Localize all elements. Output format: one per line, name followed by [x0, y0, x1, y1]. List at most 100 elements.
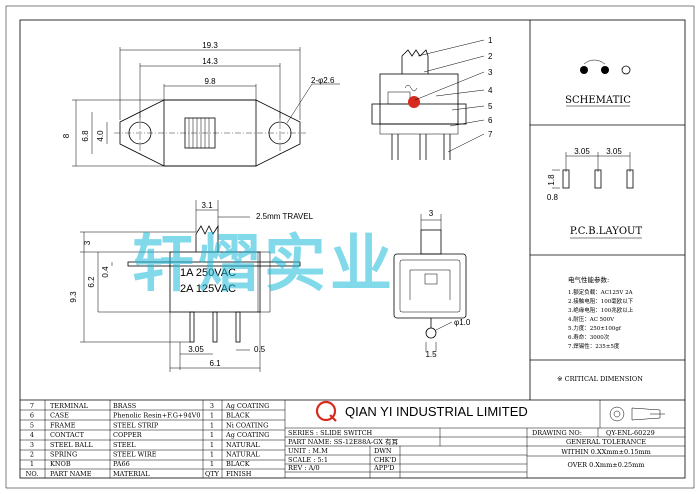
bom-cell-qty: 1	[210, 451, 214, 459]
rev-label: REV : A/0	[288, 464, 320, 472]
dim-knob-width: 3.1	[201, 201, 213, 210]
dim-pin-width: 0.5	[254, 345, 266, 354]
drawing-no-label: DRAWING NO:	[532, 429, 582, 437]
dim-height: 8	[62, 133, 71, 138]
bom-cell-finish: NATURAL	[226, 441, 260, 449]
dim-knob-height: 3	[83, 240, 92, 245]
callout-2: 2	[488, 52, 493, 61]
spec-line: 2.接触电阻：100毫欧以下	[568, 297, 634, 305]
schematic-title: SCHEMATIC	[565, 95, 631, 106]
dim-pin-diameter: φ1.0	[454, 318, 471, 327]
callout-1: 1	[488, 36, 493, 45]
bom-cell-part: KNOB	[50, 460, 71, 468]
tolerance-title: GENERAL TOLERANCE	[566, 438, 646, 446]
bom-cell-no: 4	[30, 431, 34, 439]
callout-3: 3	[488, 68, 493, 77]
company-name: QIAN YI INDUSTRIAL LIMITED	[345, 404, 528, 419]
tolerance-over: OVER 0.Xmm±0.25mm	[567, 461, 644, 469]
dim-pin-span: 6.1	[209, 359, 221, 368]
callout-5: 5	[488, 102, 493, 111]
title-block: QIAN YI INDUSTRIAL LIMITED SERIES : SLID…	[285, 400, 685, 478]
dwn-label: DWN	[374, 447, 392, 455]
outer-border	[5, 5, 695, 489]
bom-cell-qty: 1	[210, 431, 214, 439]
schematic-panel: SCHEMATIC	[565, 59, 631, 107]
bom-cell-qty: 1	[210, 412, 214, 420]
bom-cell-finish: BLACK	[226, 460, 250, 468]
end-pin	[425, 327, 437, 339]
callout-6: 6	[488, 116, 493, 125]
bom-cell-no: 7	[30, 402, 34, 410]
pcb-layout-panel: 3.05 3.05 1.8 0.8 P.C.B.LAYOUT	[547, 147, 643, 239]
dim-end-top: 3	[429, 209, 434, 218]
scale-label: SCALE : 5:1	[288, 456, 328, 464]
dim-hole-spacing: 14.3	[202, 57, 218, 66]
pcb-pad-1	[562, 169, 570, 189]
bom-cell-part: CONTACT	[50, 431, 85, 439]
dim-ear-thickness: 0.4	[101, 266, 110, 278]
bom-cell-qty: 3	[210, 402, 214, 410]
pcb-pad-3	[626, 169, 634, 189]
bom-cell-part: FRAME	[50, 421, 76, 429]
bom-cell-part: TERMINAL	[50, 402, 89, 410]
bom-cell-qty: 1	[210, 460, 214, 468]
bom-cell-qty: 1	[210, 441, 214, 449]
callout-4: 4	[488, 86, 493, 95]
dim-inner-height: 6.8	[81, 130, 90, 142]
dim-body-height: 6.2	[87, 276, 96, 288]
dim-overall-width: 19.3	[202, 41, 218, 50]
bom-cell-finish: Ag COATING	[225, 402, 269, 410]
frame-border	[19, 19, 686, 479]
bom-cell-part: SPRING	[50, 451, 77, 459]
projection-symbol-icon	[609, 406, 625, 422]
pcb-pad-width: 0.8	[547, 193, 559, 202]
end-view: 3 φ1.0 1.5	[393, 209, 471, 359]
steel-ball	[408, 96, 420, 108]
spec-line: 3.绝缘电阻：100兆欧以上	[568, 306, 634, 314]
dim-slot-height: 4.0	[96, 130, 105, 142]
watermark: 轩熠实业	[132, 227, 396, 300]
pcb-pitch-1: 3.05	[574, 147, 590, 156]
rating-1: 1A 250VAC	[180, 267, 236, 279]
spec-line: 5.力度：250±100gf	[568, 324, 622, 332]
pcb-pitch-2: 3.05	[606, 147, 622, 156]
drawing-number: QY-ENL-60229	[606, 429, 655, 437]
bom-cell-finish: NATURAL	[226, 451, 260, 459]
bom-cell-finish: Ag COATING	[225, 431, 269, 439]
pcb-pad-2	[594, 169, 602, 189]
bom-cell-part: CASE	[50, 412, 69, 420]
bom-cell-mat: COPPER	[113, 431, 143, 439]
bom-header-finish: FINISH	[226, 470, 252, 478]
bom-cell-mat: STEEL STRIP	[113, 421, 159, 429]
specs-title: 电气性能参数:	[568, 275, 609, 284]
dim-total-height: 9.3	[69, 291, 78, 303]
mounting-ear	[127, 261, 301, 267]
bom-cell-no: 6	[30, 412, 34, 420]
chkd-label: CHK'D	[374, 456, 397, 464]
dim-pin-offset: 1.5	[425, 350, 437, 359]
bom-cell-no: 1	[30, 460, 34, 468]
bom-cell-finish: BLACK	[226, 412, 250, 420]
unit-label: UNIT : M.M	[288, 447, 328, 455]
side-assembly-view: 1 2 3 4 5 6 7	[371, 36, 493, 160]
pcb-title: P.C.B.LAYOUT	[570, 226, 643, 237]
bom-cell-mat: STEEL	[113, 441, 136, 449]
bom-cell-no: 2	[30, 451, 34, 459]
dim-pin-pitch: 3.05	[188, 345, 204, 354]
company-logo	[315, 400, 337, 422]
bom-cell-mat: Phenolic Resin+F.G+94V0	[113, 412, 200, 420]
front-view: 3.1 2.5mm TRAVEL 1A 250VAC 2A 125VAC 3 0…	[69, 200, 314, 372]
bom-cell-no: 5	[30, 421, 34, 429]
spec-line: 4.耐压：AC 500V	[568, 315, 615, 323]
spec-line: 6.寿命：3000次	[568, 333, 610, 341]
critical-dimension-note: ※ CRITICAL DIMENSION	[557, 375, 643, 383]
bom-table	[20, 400, 286, 478]
specs-panel: 电气性能参数: 1.额定负载：AC125V 2A 2.接触电阻：100毫欧以下 …	[568, 275, 634, 350]
bom-cell-qty: 1	[210, 421, 214, 429]
rating-2: 2A 125VAC	[180, 283, 236, 295]
bom-header-part: PART NAME	[50, 470, 92, 478]
part-name-label: PART NAME: SS-12E88A-GX 有耳	[288, 437, 398, 446]
pcb-pad-height: 1.8	[547, 174, 556, 186]
